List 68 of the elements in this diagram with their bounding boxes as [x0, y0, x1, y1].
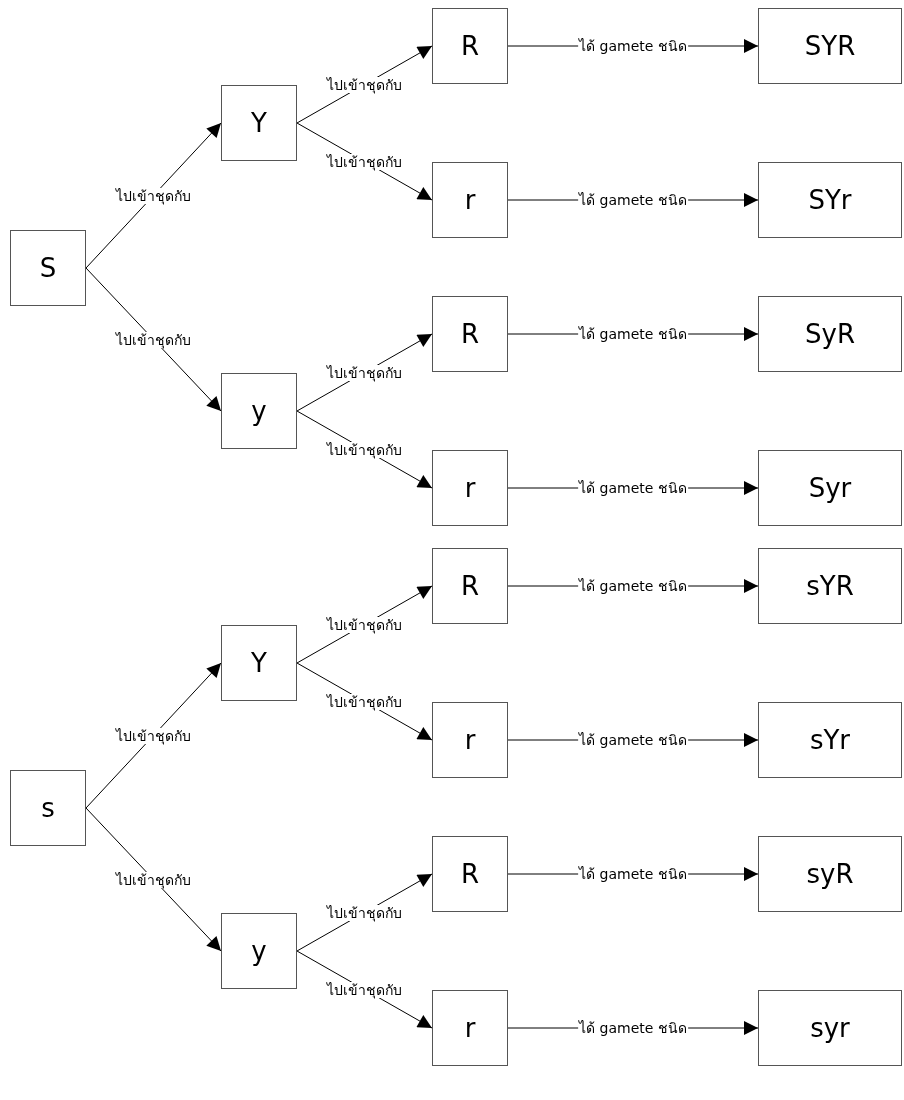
edge-label: ได้ gamete ชนิด [578, 480, 688, 496]
allele-label: r [464, 475, 476, 501]
allele-box [221, 373, 297, 449]
allele-label: y [251, 938, 267, 964]
allele-label: r [464, 187, 476, 213]
arrow [85, 122, 222, 269]
allele-box [758, 836, 902, 912]
edge-label: ไปเข้าชุดกับ [115, 187, 192, 204]
allele-box [221, 913, 297, 989]
edge-label: ไปเข้าชุดกับ [326, 364, 403, 381]
allele-box [10, 770, 86, 846]
allele-label: R [460, 33, 480, 59]
arrow [85, 807, 222, 952]
allele-box [758, 990, 902, 1066]
allele-label: Syr [808, 475, 852, 501]
edge-label: ไปเข้าชุดกับ [326, 153, 403, 170]
allele-box [221, 625, 297, 701]
edge-label: ได้ gamete ชนิด [578, 732, 688, 748]
edge-label: ไปเข้าชุดกับ [115, 727, 192, 744]
edge-label: ไปเข้าชุดกับ [326, 441, 403, 458]
allele-box [10, 230, 86, 306]
allele-box [432, 8, 508, 84]
edge-label: ได้ gamete ชนิด [578, 578, 688, 594]
allele-box [432, 836, 508, 912]
allele-label: Y [251, 650, 267, 676]
allele-label: R [460, 321, 480, 347]
allele-label: SYr [808, 187, 852, 213]
edge-label: ได้ gamete ชนิด [578, 326, 688, 342]
arrow [85, 267, 222, 412]
allele-box [432, 702, 508, 778]
edge-label: ไปเข้าชุดกับ [326, 76, 403, 93]
edge-label: ไปเข้าชุดกับ [115, 871, 192, 888]
allele-box [432, 450, 508, 526]
allele-box [758, 162, 902, 238]
allele-label: R [460, 861, 480, 887]
allele-label: R [460, 573, 480, 599]
allele-box [432, 162, 508, 238]
allele-label: y [251, 398, 267, 424]
allele-label: s [41, 795, 55, 821]
edge-label: ไปเข้าชุดกับ [326, 693, 403, 710]
allele-box [432, 990, 508, 1066]
arrow [85, 662, 222, 809]
allele-label: syr [810, 1015, 850, 1041]
edge-label: ได้ gamete ชนิด [578, 1020, 688, 1036]
allele-label: r [464, 727, 476, 753]
edge-label: ไปเข้าชุดกับ [326, 616, 403, 633]
edge-label: ไปเข้าชุดกับ [326, 904, 403, 921]
allele-box [758, 296, 902, 372]
allele-box [221, 85, 297, 161]
allele-label: syR [806, 861, 854, 887]
allele-label: r [464, 1015, 476, 1041]
allele-box [758, 450, 902, 526]
edge-label: ได้ gamete ชนิด [578, 192, 688, 208]
allele-box [758, 8, 902, 84]
allele-box [758, 548, 902, 624]
allele-box [432, 548, 508, 624]
edge-label: ได้ gamete ชนิด [578, 38, 688, 54]
allele-label: sYr [809, 727, 851, 753]
edge-label: ได้ gamete ชนิด [578, 866, 688, 882]
allele-box [758, 702, 902, 778]
allele-label: Y [251, 110, 267, 136]
allele-label: sYR [806, 573, 854, 599]
allele-box [432, 296, 508, 372]
edge-label: ไปเข้าชุดกับ [115, 331, 192, 348]
allele-label: SYR [804, 33, 856, 59]
edge-label: ไปเข้าชุดกับ [326, 981, 403, 998]
allele-label: SyR [805, 321, 855, 347]
allele-label: S [39, 255, 57, 281]
